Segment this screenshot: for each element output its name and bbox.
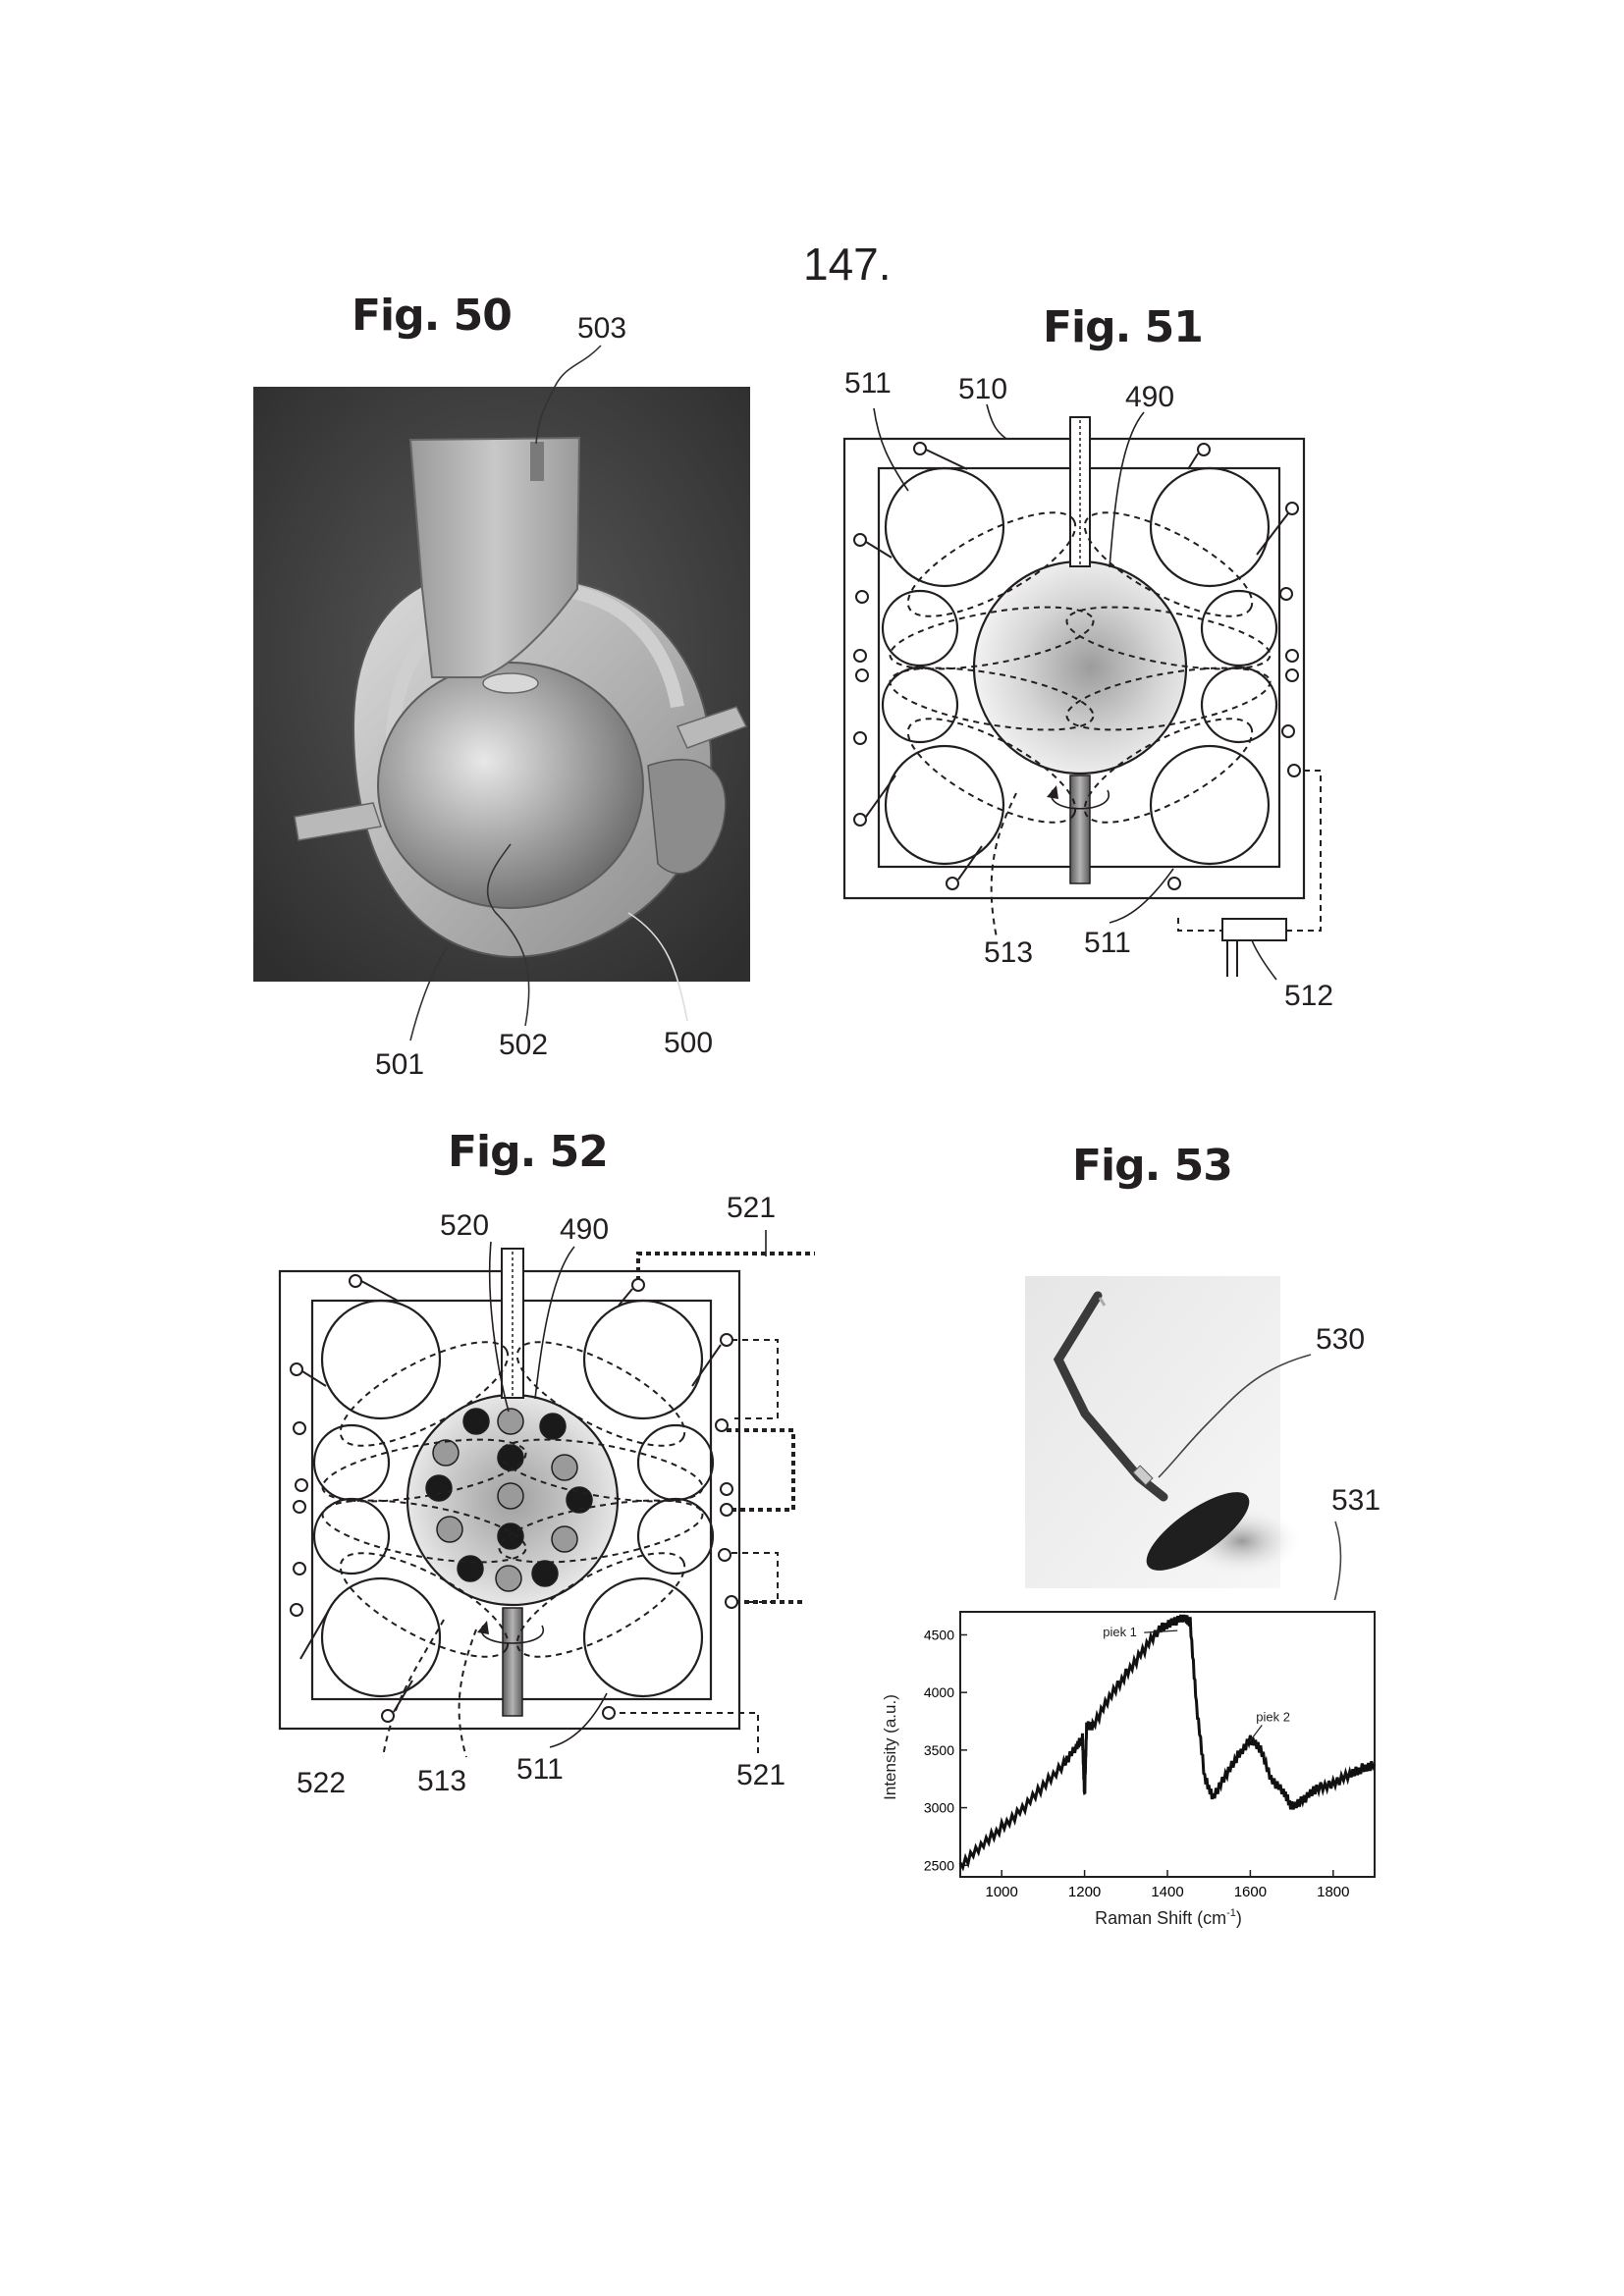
fig51-shaft-bottom xyxy=(1070,775,1090,883)
fig51-wire-512 xyxy=(1178,771,1321,931)
fig51-coil-l2 xyxy=(883,667,957,742)
chart-xtick-label: 1400 xyxy=(1151,1884,1183,1900)
fig51-block-512 xyxy=(1222,919,1286,940)
ref-511-top: 511 xyxy=(844,367,892,400)
ref-530: 530 xyxy=(1316,1323,1365,1357)
ref-513-fig51: 513 xyxy=(984,936,1033,970)
ref-521-bottom: 521 xyxy=(736,1759,785,1792)
chart-xlabel: Raman Shift (cm-1) xyxy=(1095,1907,1242,1928)
fig51-leader-511b xyxy=(1110,869,1173,923)
chart-annotation-label: piek 1 xyxy=(1103,1625,1137,1639)
ref-510: 510 xyxy=(958,373,1007,406)
fig51-coil-r2 xyxy=(1202,667,1276,742)
chart-xtick-label: 1000 xyxy=(986,1884,1018,1900)
chart-xtick-label: 1800 xyxy=(1317,1884,1349,1900)
fig52-wire-bottom xyxy=(609,1713,758,1757)
fig53-raman-chart: 1000 1200 1400 1600 1800 2500 3000 3500 4000 4500… xyxy=(874,1600,1394,1944)
fig51-leader-512 xyxy=(1252,940,1276,980)
chart-ytick-label: 4000 xyxy=(924,1684,954,1700)
chart-ytick-label: 3500 xyxy=(924,1742,954,1758)
fig51-coil-tl xyxy=(886,468,1003,586)
ref-490-fig51: 490 xyxy=(1125,381,1174,414)
ref-512: 512 xyxy=(1284,980,1333,1013)
ref-531: 531 xyxy=(1331,1484,1380,1518)
chart-annotation-label: piek 2 xyxy=(1256,1709,1290,1724)
chart-ytick-label: 4500 xyxy=(924,1627,954,1642)
fig51-leader-510 xyxy=(987,404,1006,439)
fig53-photo xyxy=(0,1227,1624,1600)
ref-522: 522 xyxy=(297,1767,346,1800)
ref-521-top: 521 xyxy=(727,1192,776,1225)
chart-ylabel: Intensity (a.u.) xyxy=(881,1694,899,1800)
fig51-coil-tr xyxy=(1151,468,1269,586)
ref-513-fig52: 513 xyxy=(417,1765,466,1798)
ref-511-fig52: 511 xyxy=(516,1753,564,1787)
fig51-coil-bl xyxy=(886,746,1003,864)
fig51-coil-r1 xyxy=(1202,591,1276,666)
fig51-leader-490 xyxy=(1110,412,1144,567)
chart-plot-area xyxy=(960,1612,1375,1877)
fig51-coil-l1 xyxy=(883,591,957,666)
fig52-shaft-bottom xyxy=(503,1608,522,1716)
chart-xtick-label: 1600 xyxy=(1234,1884,1267,1900)
chart-ytick-label: 3000 xyxy=(924,1800,954,1816)
chart-xtick-label: 1200 xyxy=(1068,1884,1101,1900)
fig52-leader-511 xyxy=(550,1693,607,1747)
ref-511-bottom: 511 xyxy=(1084,927,1131,960)
fig51-diagram xyxy=(0,0,1624,1099)
chart-ytick-label: 2500 xyxy=(924,1857,954,1873)
fig53-leader-531 xyxy=(1330,1522,1340,1600)
